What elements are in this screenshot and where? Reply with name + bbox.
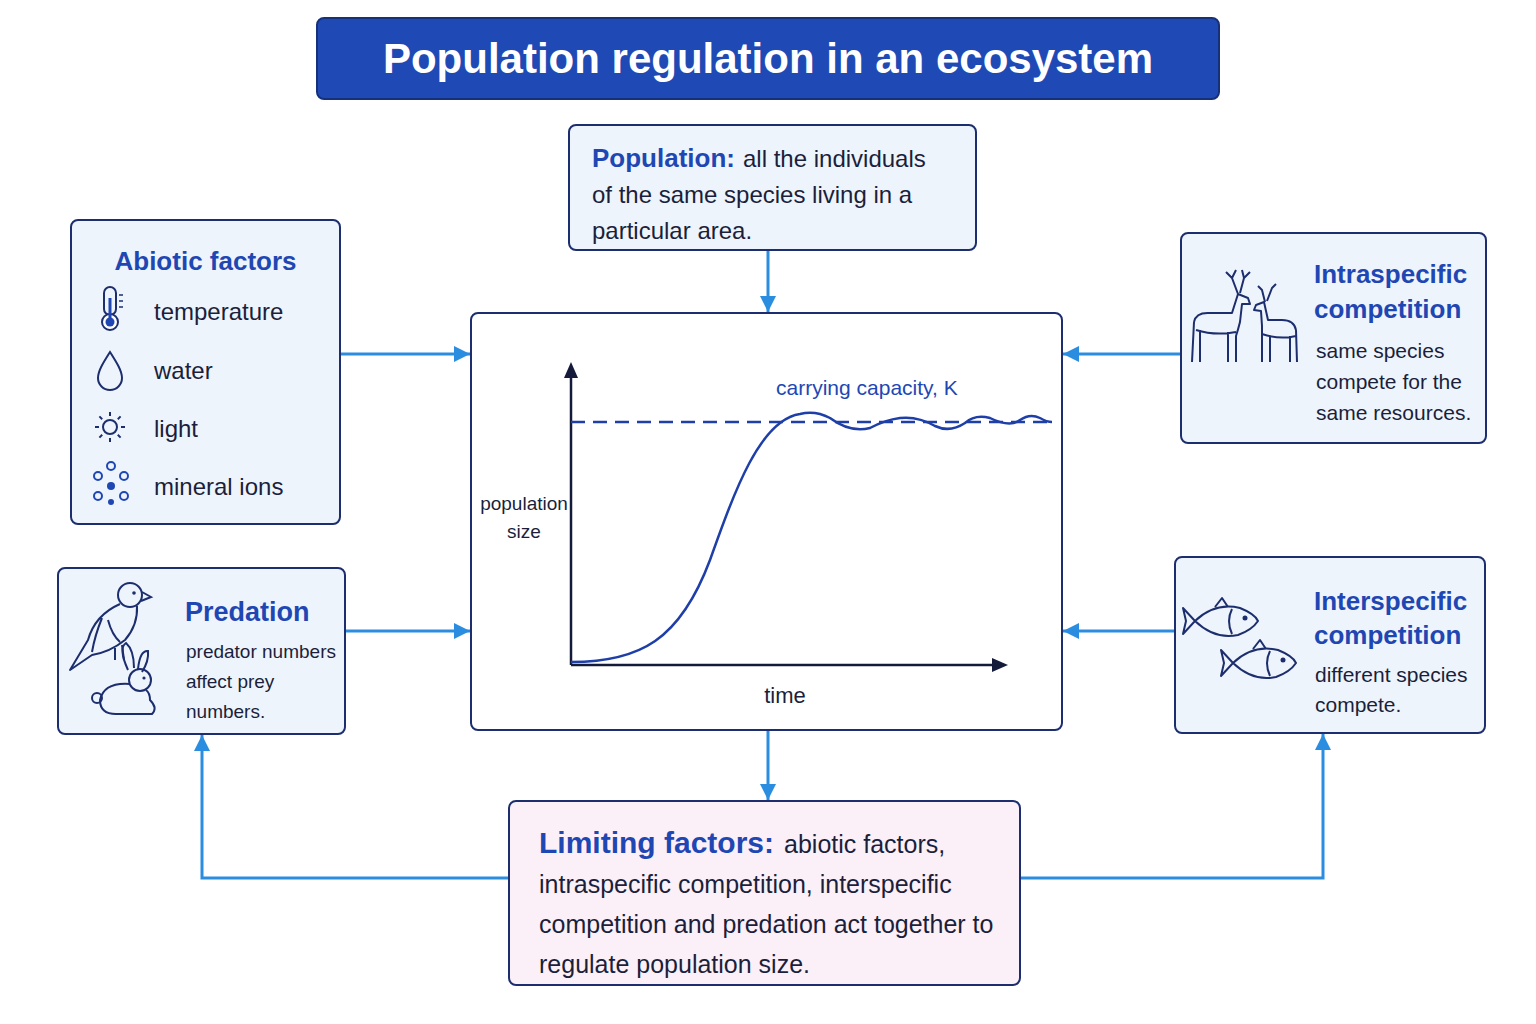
node-label: temperature — [154, 296, 334, 328]
node-label: mineral ions — [154, 471, 334, 503]
factor-box: Abiotic factors temperature water light mine… — [70, 219, 341, 525]
flow-arrow — [346, 630, 470, 633]
node-label: same species compete for the same resour… — [1316, 335, 1484, 428]
node-label: time — [755, 683, 815, 709]
node-heading: Limiting factors: — [539, 826, 774, 859]
node-label: different species compete. — [1315, 660, 1483, 720]
definition-box: Population:all the individuals of the sa… — [568, 124, 977, 251]
graph-box: carrying capacity, K population size time — [470, 312, 1063, 731]
node-heading: Predation — [185, 595, 345, 629]
node-heading: Intraspecific competition — [1314, 257, 1484, 327]
node-label: predator numbers affect prey numbers. — [186, 637, 346, 727]
node-label: water — [154, 355, 334, 387]
flow-arrow — [341, 353, 470, 356]
node-heading: Abiotic factors — [72, 245, 339, 277]
flow-arrow — [1021, 734, 1323, 878]
factor-box: Interspecific competition different speci… — [1174, 556, 1486, 734]
flow-arrow — [767, 731, 770, 800]
summary-box: Limiting factors:abiotic factors, intras… — [508, 800, 1021, 986]
factor-box: Predation predator numbers affect prey nu… — [57, 567, 346, 735]
title-banner: Population regulation in an ecosystem — [316, 17, 1220, 100]
node-label: light — [154, 413, 334, 445]
title-text: Population regulation in an ecosystem — [383, 35, 1153, 83]
flow-arrow — [767, 251, 770, 312]
factor-box: Intraspecific competition same species co… — [1180, 232, 1487, 444]
node-label: population size — [474, 490, 574, 546]
text-flow: Population:all the individuals of the sa… — [592, 142, 952, 250]
node-label: carrying capacity, K — [776, 375, 1046, 401]
flow-arrow — [202, 735, 508, 878]
node-heading: Interspecific competition — [1314, 584, 1484, 652]
text-flow: Limiting factors:abiotic factors, intras… — [539, 824, 994, 986]
flow-arrow — [1063, 630, 1174, 633]
node-heading: Population: — [592, 143, 735, 173]
flow-arrow — [1063, 353, 1180, 356]
